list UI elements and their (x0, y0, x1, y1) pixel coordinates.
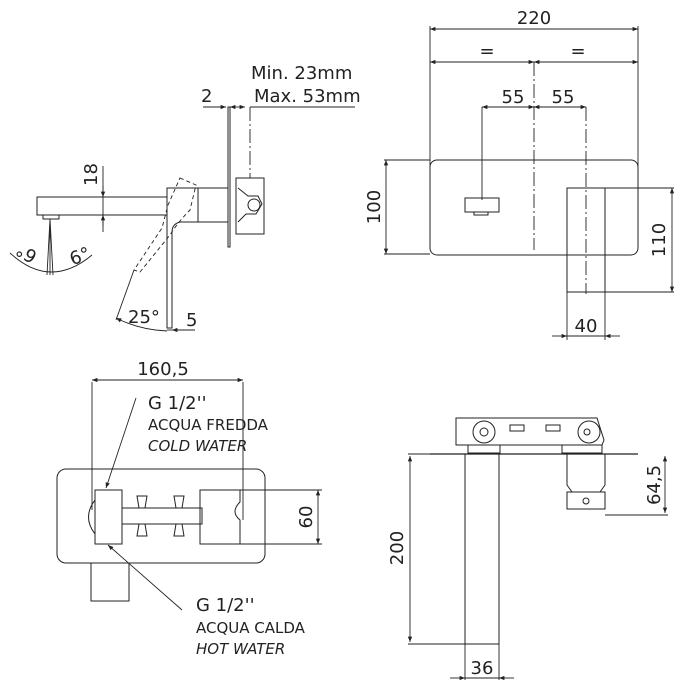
lever-width-label: 40 (575, 316, 598, 337)
cold-inlet-body (94, 489, 123, 545)
cold-valve-base (467, 444, 501, 454)
spray-angle-arc (9, 252, 93, 273)
wall-max-label: Max. 53mm (254, 86, 361, 107)
spout-width-label: 36 (471, 658, 494, 679)
aerator (42, 214, 60, 220)
lever-projection-label: 64,5 (644, 465, 665, 505)
cold-valve-port (472, 420, 496, 444)
lever-angle-arc (115, 317, 168, 332)
spray-line-left (46, 218, 51, 276)
hot-inlet-label-it: ACQUA CALDA (196, 619, 306, 637)
cartridge-nut (247, 198, 261, 212)
lever-rotated-outline (133, 177, 197, 273)
cold-inlet-dome (88, 499, 96, 535)
cold-valve-port-inner (479, 427, 489, 437)
cold-inlet-thread: G 1/2'' (148, 393, 207, 414)
rosette (197, 187, 229, 223)
plate-thickness-label: 2 (201, 86, 212, 107)
plate-height-label: 100 (364, 190, 385, 224)
mount-lug-2 (173, 495, 185, 537)
inlet-spacing-label: 160,5 (137, 359, 189, 380)
connecting-pipe (121, 507, 203, 525)
front-spout (464, 197, 500, 213)
spray-line-right (49, 218, 54, 276)
lever-angle-extension (115, 269, 135, 321)
spout-length-label: 200 (387, 531, 408, 565)
hot-inlet-thread: G 1/2'' (196, 595, 255, 616)
half-right-label: = (570, 41, 585, 62)
cold-inlet-label-it: ACQUA FREDDA (148, 416, 269, 434)
lever-angle-label: 25° (128, 307, 160, 328)
top-lever (90, 562, 130, 602)
spout-offset-label: 55 (502, 87, 525, 108)
lever-height-label: 110 (649, 223, 670, 257)
spout (36, 196, 168, 216)
hot-inlet-body (199, 489, 241, 545)
wall-plate (227, 106, 231, 248)
hot-inlet-label-en: HOT WATER (196, 640, 285, 658)
bottom-spout (464, 453, 500, 645)
front-view: 220 = = 55 55 100 110 40 (364, 8, 675, 340)
cartridge-body (235, 177, 265, 235)
hot-inlet-leader (107, 544, 183, 611)
hot-valve-port (577, 420, 601, 444)
lever (166, 187, 199, 329)
body-depth-label: 60 (296, 506, 317, 529)
side-view: 2 Min. 23mm Max. 53mm 18 6° 6° 25° (9, 63, 361, 333)
cartridge-detail (237, 187, 263, 223)
spout-height-label: 18 (81, 163, 102, 186)
hot-valve-base (561, 444, 603, 454)
half-left-label: = (479, 41, 494, 62)
cold-inlet-leader (105, 397, 137, 489)
valve-detail-1 (509, 424, 525, 432)
plate-width-label: 220 (517, 8, 551, 29)
lever-offset-label: 5 (186, 310, 197, 331)
top-plate (56, 468, 266, 564)
wall-min-label: Min. 23mm (251, 63, 352, 84)
valve-detail-2 (545, 424, 561, 432)
bottom-lever-top (566, 453, 606, 493)
bottom-lever-end (566, 491, 606, 510)
front-aerator (473, 211, 489, 216)
valve-body (455, 417, 605, 446)
bottom-lever-screw (582, 497, 590, 505)
spray-angle-left-label: 6° (13, 238, 41, 266)
top-view: 160,5 60 G 1/2'' ACQUA FREDDA COLD WATER… (56, 359, 322, 658)
spray-angle-right-label: 6° (67, 243, 93, 270)
mount-lug-1 (136, 495, 148, 537)
lever-offset-label: 55 (552, 87, 575, 108)
bottom-view: 200 36 64,5 (387, 417, 668, 681)
cold-inlet-label-en: COLD WATER (148, 437, 247, 455)
hot-valve-port-inner (583, 428, 591, 436)
